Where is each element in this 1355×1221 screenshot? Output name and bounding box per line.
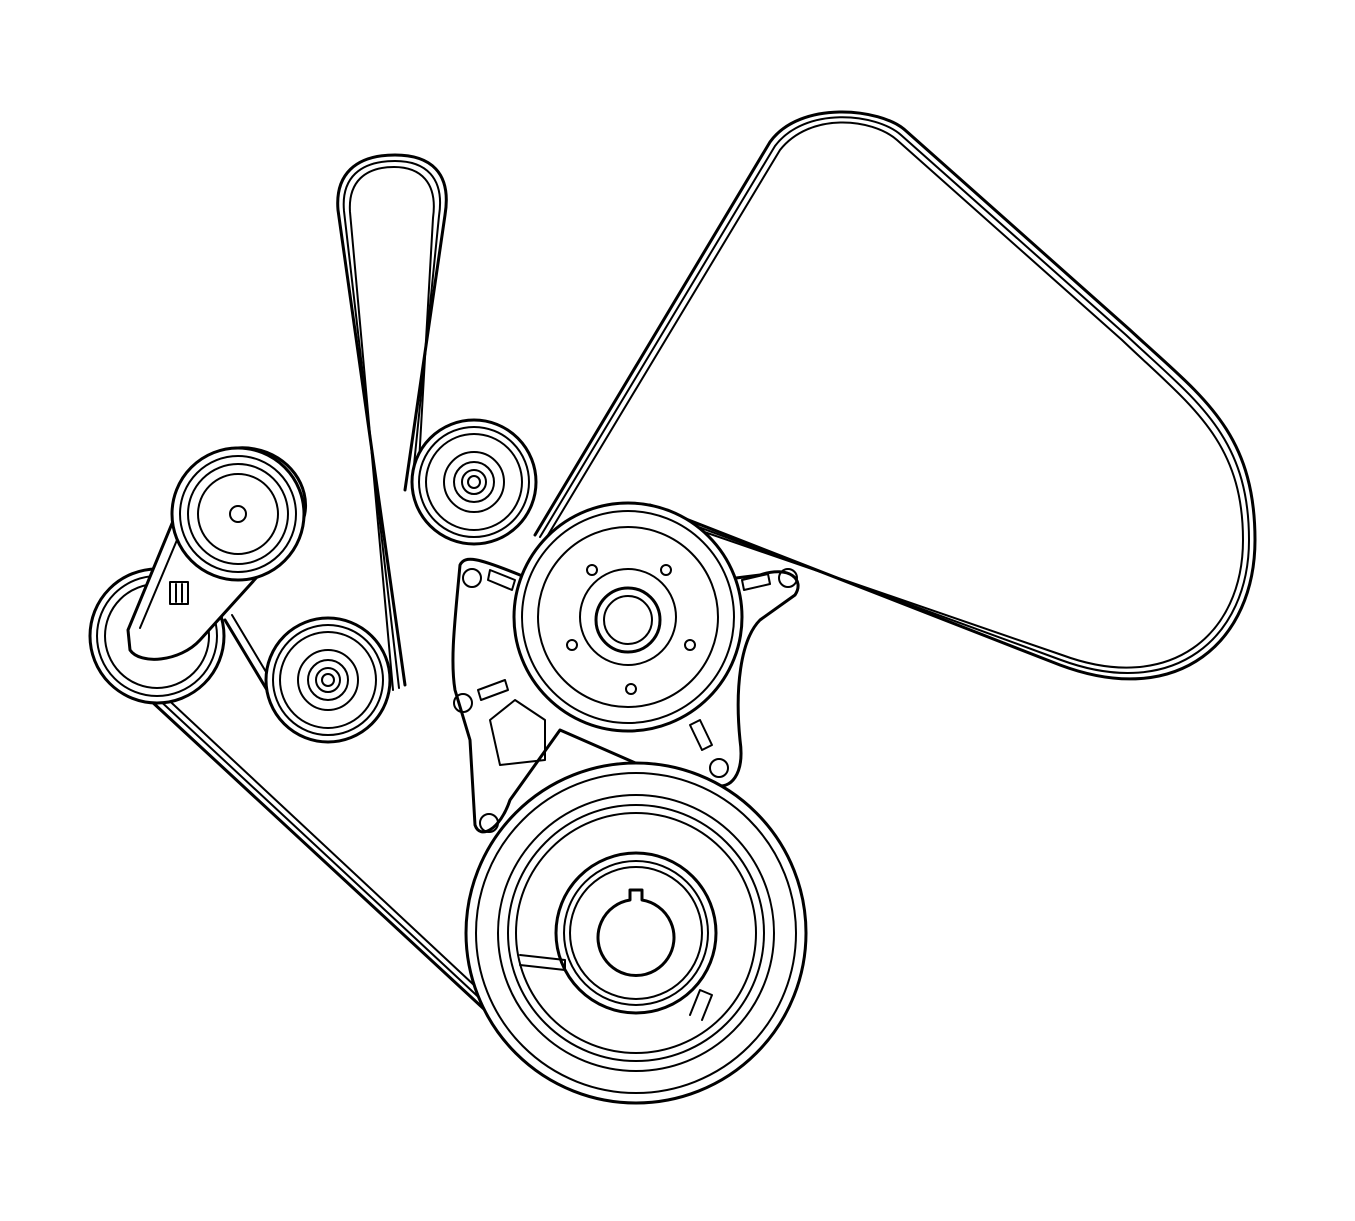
water-pump-pulley-outer xyxy=(512,501,744,733)
belt-tensioner-assembly xyxy=(88,446,308,705)
crank-web-spoke xyxy=(689,989,713,1021)
belt-lower-run-mid xyxy=(154,695,488,1006)
lower-idler-bearing xyxy=(315,667,341,693)
crank-pulley-groove xyxy=(497,794,775,1072)
lower-idler-bolt xyxy=(321,673,335,687)
water-pump-hub xyxy=(579,568,677,666)
tensioner-idler-rim xyxy=(179,455,297,573)
upper-idler-bolt xyxy=(467,475,481,489)
belt-left-loop-inner xyxy=(348,166,435,691)
bracket-bolt-hole xyxy=(709,758,729,778)
upper-idler-groove xyxy=(425,433,523,531)
belt-right-loop-inner xyxy=(544,121,1244,669)
tensioner-idler-face xyxy=(197,473,279,555)
bracket-bolt-hole xyxy=(462,568,482,588)
belt-left-loop-mid xyxy=(342,160,442,689)
bracket-bolt-hole xyxy=(778,568,798,588)
bracket-cutout xyxy=(489,699,546,766)
water-pump-hub-ring xyxy=(594,586,662,654)
water-pump-bolt-hole xyxy=(586,564,598,576)
lower-idler-rim xyxy=(272,624,384,736)
water-pump-bolt-hole xyxy=(566,639,578,651)
crank-bore-with-keyway xyxy=(596,888,676,977)
belt-lower-run-outer xyxy=(148,698,487,1012)
water-pump-bolt-hole xyxy=(625,683,637,695)
upper-idler-rim xyxy=(418,426,530,538)
tensioner-idler-bolt xyxy=(229,505,247,523)
crank-hub-ring xyxy=(569,866,703,1000)
bracket-slot xyxy=(689,719,713,751)
lower-idler-pulley xyxy=(264,616,392,744)
water-pump-bolt-hole xyxy=(660,564,672,576)
upper-idler-pulley xyxy=(410,418,538,546)
tensioner-square-drive xyxy=(169,581,189,605)
belt-lower-run-inner xyxy=(159,691,491,1001)
crank-pulley-groove xyxy=(515,812,757,1054)
water-pump-pulley xyxy=(512,501,744,733)
lower-idler-hub xyxy=(297,649,359,711)
tensioner-idler-outer xyxy=(170,446,306,582)
upper-idler-hub xyxy=(443,451,505,513)
upper-idler-bearing xyxy=(461,469,487,495)
belt-left-loop-outer xyxy=(336,153,448,687)
bracket-bolt-hole xyxy=(453,693,473,713)
lower-idler-groove xyxy=(279,631,377,729)
water-pump-pulley-face xyxy=(537,526,719,708)
upper-idler-outer xyxy=(410,418,538,546)
belt-right-loop-outer xyxy=(533,110,1257,681)
bracket-slot xyxy=(741,573,771,591)
crank-hub-ring xyxy=(563,860,709,1006)
bracket-slot xyxy=(477,679,509,701)
lower-idler-hub-ring xyxy=(307,659,349,701)
crankshaft-pulley xyxy=(464,761,808,1105)
water-pump-bore xyxy=(603,595,653,645)
crank-pulley-groove xyxy=(507,804,765,1062)
water-pump-pulley-rim xyxy=(521,510,735,724)
crank-pulley-rim xyxy=(475,772,797,1094)
tensioner-idler-groove xyxy=(187,463,289,565)
lower-idler-outer xyxy=(264,616,392,744)
crank-web-spoke xyxy=(519,954,566,971)
bracket-bolt-hole xyxy=(479,813,499,833)
bracket-slot xyxy=(487,569,516,591)
water-pump-bolt-hole xyxy=(684,639,696,651)
upper-idler-hub-ring xyxy=(453,461,495,503)
crank-hub-outer xyxy=(554,851,718,1015)
belt-right-loop-mid xyxy=(539,116,1250,674)
